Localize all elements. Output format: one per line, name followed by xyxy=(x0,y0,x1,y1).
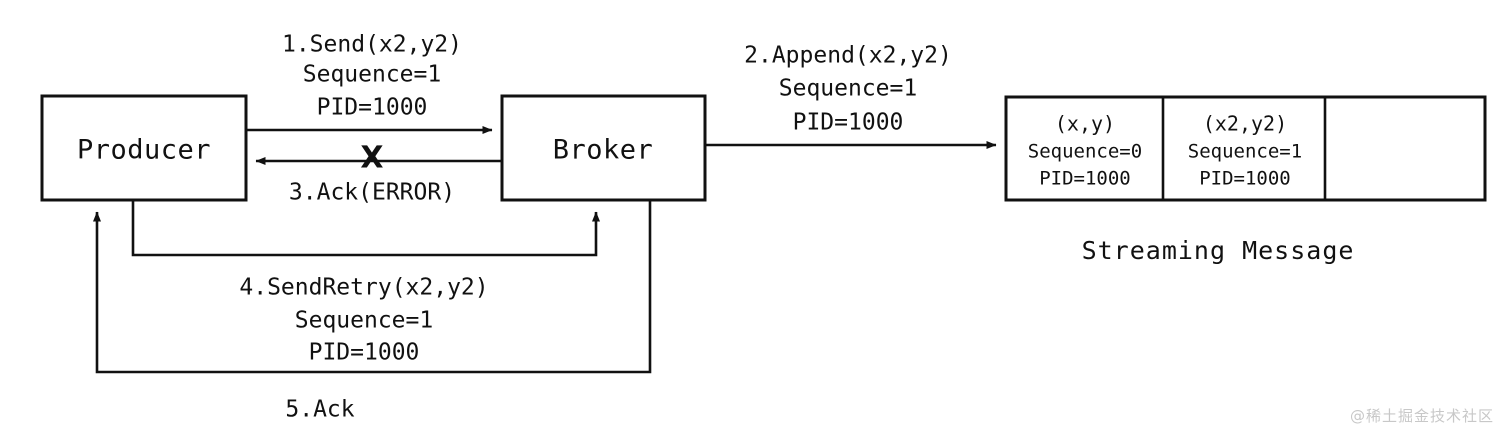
stream-cell-0[interactable]: (x,y) Sequence=0 PID=1000 xyxy=(1028,112,1142,190)
append-label-line2: Sequence=1 xyxy=(779,76,917,102)
broker-box xyxy=(500,94,707,202)
stream-cell-1-line3: PID=1000 xyxy=(1199,168,1291,190)
edge-ack-error: X 3.Ack(ERROR) xyxy=(255,141,502,206)
stream-caption: Streaming Message xyxy=(1082,236,1355,265)
stream-cell-1[interactable]: (x2,y2) Sequence=1 PID=1000 xyxy=(1188,112,1302,190)
ack-error-label: 3.Ack(ERROR) xyxy=(289,180,455,206)
stream-cell-0-line1: (x,y) xyxy=(1055,112,1115,136)
edge-send: 1.Send(x2,y2) Sequence=1 PID=1000 xyxy=(246,32,493,134)
stream-cell-0-line3: PID=1000 xyxy=(1039,168,1131,190)
edge-send-retry: 4.SendRetry(x2,y2) Sequence=1 PID=1000 xyxy=(131,200,600,366)
send-label-line1: 1.Send(x2,y2) xyxy=(282,32,462,58)
ack-path xyxy=(93,200,652,374)
send-label-line3: PID=1000 xyxy=(317,95,428,121)
edge-append: 2.Append(x2,y2) Sequence=1 PID=1000 xyxy=(705,43,997,149)
append-label-line1: 2.Append(x2,y2) xyxy=(744,43,952,69)
stream-outer-box xyxy=(1004,95,1487,202)
producer-label: Producer xyxy=(77,135,211,166)
send-retry-label-line1: 4.SendRetry(x2,y2) xyxy=(239,275,488,301)
stream-cell-1-line2: Sequence=1 xyxy=(1188,141,1302,163)
node-producer[interactable]: Producer xyxy=(40,94,248,202)
streaming-message-table[interactable]: (x,y) Sequence=0 PID=1000 (x2,y2) Sequen… xyxy=(1004,95,1487,265)
stream-cell-0-line2: Sequence=0 xyxy=(1028,141,1142,163)
blocked-x-icon: X xyxy=(360,141,383,176)
send-label-line2: Sequence=1 xyxy=(303,62,441,88)
ack-label: 5.Ack xyxy=(285,397,354,423)
producer-box xyxy=(40,94,248,202)
watermark: @稀土掘金技术社区 xyxy=(1349,407,1494,425)
broker-label: Broker xyxy=(553,135,654,166)
stream-cell-1-line1: (x2,y2) xyxy=(1203,112,1287,136)
send-retry-path xyxy=(131,200,600,257)
send-retry-label-line3: PID=1000 xyxy=(309,340,420,366)
node-broker[interactable]: Broker xyxy=(500,94,707,202)
edge-ack: 5.Ack xyxy=(93,200,652,423)
send-retry-label-line2: Sequence=1 xyxy=(295,308,433,334)
append-label-line3: PID=1000 xyxy=(793,110,904,136)
